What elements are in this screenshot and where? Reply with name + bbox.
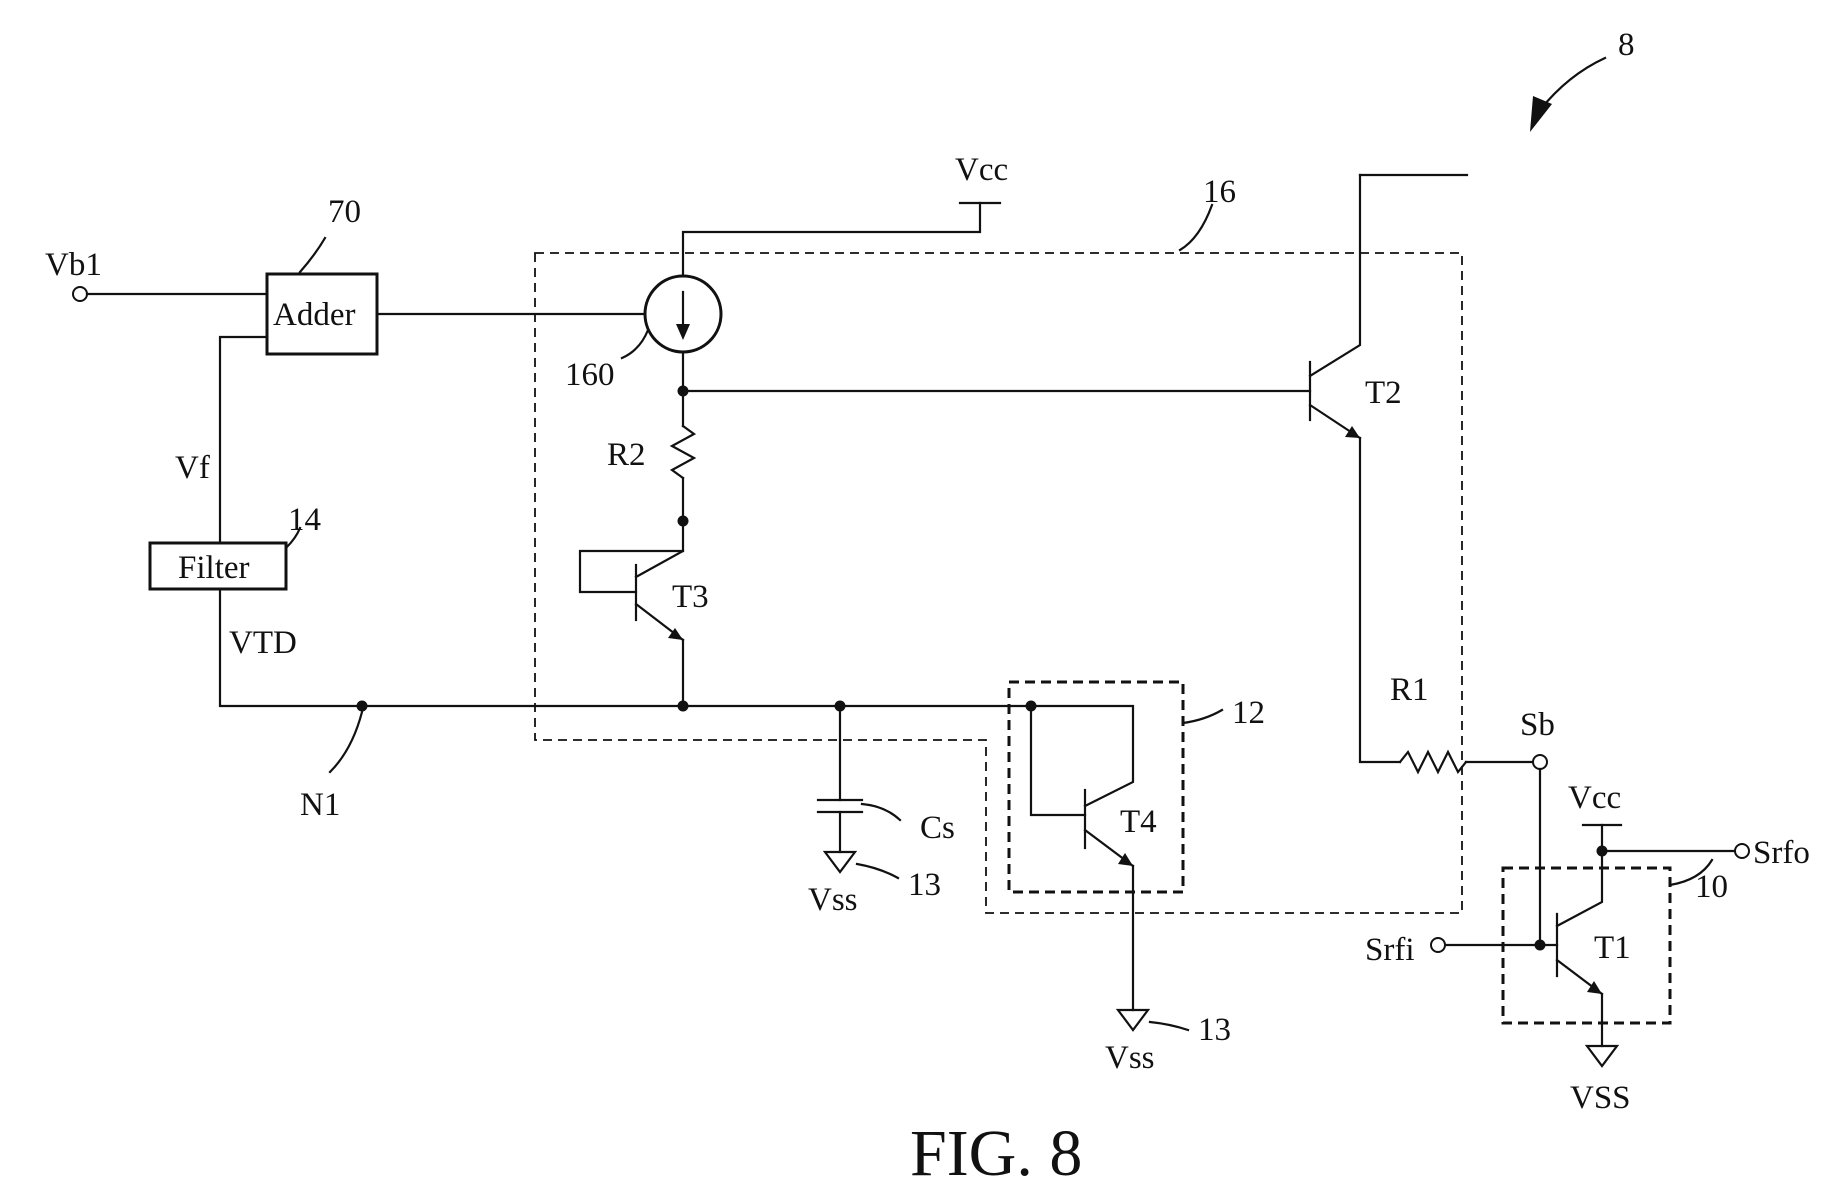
cs-ground-symbol	[822, 850, 858, 874]
figure-ref-number: 8	[1618, 27, 1635, 63]
vcc-top-label: Vcc	[955, 152, 1008, 188]
vcc-top-wire	[681, 201, 982, 292]
vf-wire	[218, 335, 269, 545]
bias-circuit-ref: 16	[1203, 174, 1236, 210]
filter-block	[148, 541, 288, 591]
vtd-bus-wire	[218, 587, 1033, 708]
vb1-label: Vb1	[45, 247, 102, 283]
vf-label: Vf	[175, 450, 210, 486]
t4-ground-symbol	[1115, 1008, 1151, 1032]
current-source-leader	[620, 328, 650, 360]
t4-box-ref: 12	[1232, 695, 1265, 731]
filter-label: Filter	[178, 550, 250, 586]
figure-caption: FIG. 8	[910, 1117, 1082, 1190]
vb1-terminal	[72, 286, 88, 302]
current-source-arrow-head	[676, 324, 690, 340]
cs-label: Cs	[920, 810, 955, 846]
t4-vss-label: Vss	[1105, 1040, 1155, 1076]
filter-ref: 14	[288, 502, 321, 538]
r2-resistor	[669, 424, 697, 480]
transistor-t4	[1025, 700, 1135, 1012]
adder-leader	[298, 236, 327, 274]
current-source-ref: 160	[565, 357, 615, 393]
transistor-t1	[1443, 849, 1604, 1048]
t4-label: T4	[1120, 804, 1157, 840]
bias-circuit-boundary	[534, 252, 1463, 914]
t4-ground-ref: 13	[1198, 1012, 1231, 1048]
cs-vss-label: Vss	[808, 882, 858, 918]
srfo-label: Srfo	[1753, 835, 1810, 871]
sb-terminal	[1532, 754, 1548, 770]
adder-label: Adder	[273, 297, 355, 333]
adder-ref: 70	[328, 194, 361, 230]
n1-leader	[328, 710, 364, 774]
srfi-terminal	[1430, 937, 1446, 953]
srfo-terminal	[1734, 843, 1750, 859]
t1-box-ref: 10	[1695, 869, 1728, 905]
n1-node	[356, 700, 368, 712]
srfi-label: Srfi	[1365, 932, 1415, 968]
t1-label: T1	[1594, 930, 1631, 966]
r1-label: R1	[1390, 672, 1429, 708]
t3-label: T3	[672, 579, 709, 615]
t4-box-leader	[1181, 708, 1224, 725]
figure-ref-arrow	[1530, 56, 1607, 132]
vtd-label: VTD	[229, 625, 297, 661]
cs-leader	[860, 802, 902, 822]
bias-circuit-leader	[1178, 203, 1214, 252]
t1-vss-label: VSS	[1570, 1080, 1631, 1116]
sb-label: Sb	[1520, 707, 1555, 743]
cs-ground-ref: 13	[908, 867, 941, 903]
r1-resistor	[1398, 749, 1468, 775]
cs-ground-leader	[855, 862, 900, 880]
t3-emitter-node	[677, 700, 689, 712]
t4-box	[1007, 680, 1185, 894]
t4-ground-leader	[1148, 1020, 1190, 1032]
transistor-t2	[1308, 173, 1469, 764]
filter-leader	[284, 526, 302, 550]
t1-box-leader	[1668, 858, 1714, 887]
r2-label: R2	[607, 437, 646, 473]
t2-label: T2	[1365, 375, 1402, 411]
vcc-t1-label: Vcc	[1568, 780, 1621, 816]
t1-ground-symbol	[1584, 1044, 1620, 1068]
transistor-t3	[578, 519, 685, 708]
n1-label: N1	[300, 787, 340, 823]
